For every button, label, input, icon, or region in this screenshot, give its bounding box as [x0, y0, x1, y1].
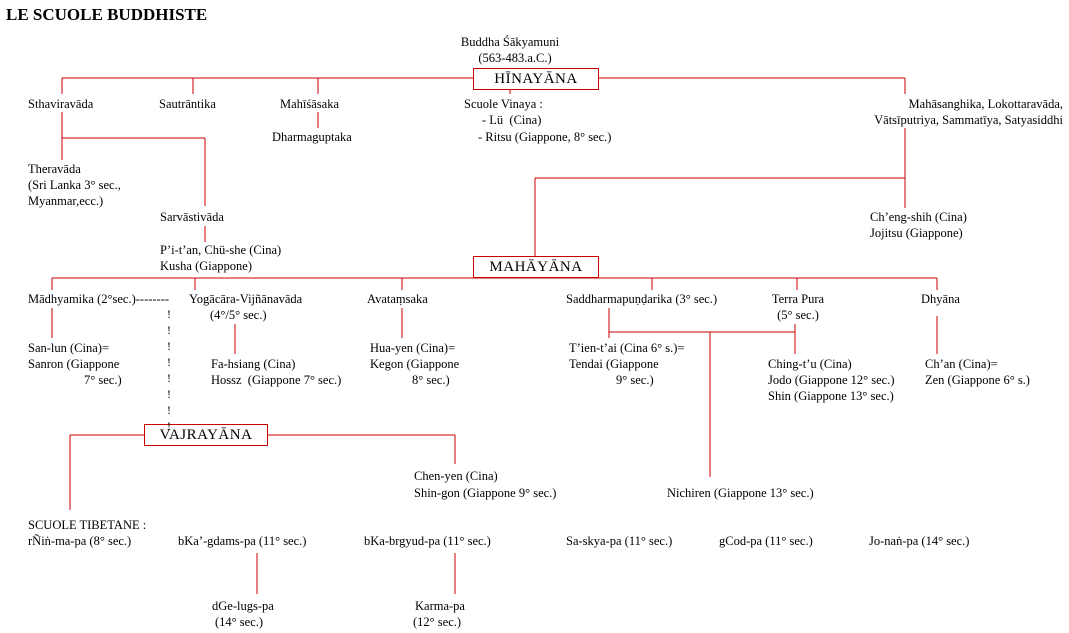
dotted-link-mark: ! [167, 339, 171, 353]
kadam-node: bKa’-gdams-pa (11° sec.) [178, 534, 307, 548]
sanlun-line3: 7° sec.) [84, 373, 122, 387]
theravada-line3: Myanmar,ecc.) [28, 194, 104, 208]
sanlun-line1: San-lun (Cina)= [28, 341, 109, 355]
fahsiang-line2: Hossz (Giappone 7° sec.) [211, 373, 342, 387]
root-name: Buddha Śākyamuni [460, 35, 560, 49]
dotted-link-mark: ! [167, 371, 171, 385]
chingtu-line2: Jodo (Giappone 12° sec.) [768, 373, 895, 387]
sautrantika-node: Sautrāntika [159, 97, 216, 111]
sakya-node: Sa-skya-pa (11° sec.) [566, 534, 673, 548]
gelug-line2: (14° sec.) [215, 615, 264, 629]
hinayana-box: HĪNAYĀNA [473, 68, 599, 90]
fahsiang-line1: Fa-hsiang (Cina) [211, 357, 296, 371]
saddharma-node: Saddharmapuṇḍarika (3° sec.) [566, 292, 718, 306]
dotted-link-mark: ! [167, 419, 171, 433]
huayen-line1: Hua-yen (Cina)= [370, 341, 456, 355]
terrapura-line1: Terra Pura [771, 292, 825, 306]
theravada-line1: Theravāda [28, 162, 81, 176]
vinaya-lu: - Lü (Cina) [482, 113, 542, 127]
vinaya-ritsu: - Ritsu (Giappone, 8° sec.) [478, 130, 612, 144]
tibetan-header: SCUOLE TIBETANE : [28, 518, 147, 532]
nichiren-node: Nichiren (Giappone 13° sec.) [667, 486, 814, 500]
yogacara-line1: Yogācāra-Vijñānavāda [189, 292, 303, 306]
karma-line2: (12° sec.) [413, 615, 462, 629]
tientai-line1: T’ien-t’ai (Cina 6° s.)= [569, 341, 685, 355]
theravada-line2: (Sri Lanka 3° sec., [28, 178, 121, 192]
huayen-line2: Kegon (Giappone [370, 357, 460, 371]
chingtu-line1: Ching-t’u (Cina) [768, 357, 852, 371]
pitan-line1: P’i-t’an, Chü-she (Cina) [160, 243, 282, 257]
mahayana-box: MAHĀYĀNA [473, 256, 599, 278]
chod-node: gCod-pa (11° sec.) [719, 534, 813, 548]
nyingma-node: rÑiṅ-ma-pa (8° sec.) [28, 534, 132, 548]
pitan-line2: Kusha (Giappone) [160, 259, 252, 273]
tientai-line3: 9° sec.) [616, 373, 654, 387]
chan-line1: Ch’an (Cina)= [925, 357, 998, 371]
avatamsaka-node: Avataṃsaka [367, 292, 428, 306]
chengshih-line1: Ch’eng-shih (Cina) [870, 210, 967, 224]
dotted-link-mark: ! [167, 323, 171, 337]
gelug-line1: dGe-lugs-pa [212, 599, 274, 613]
chenyen-line2: Shin-gon (Giappone 9° sec.) [414, 486, 557, 500]
dotted-link-mark: ! [167, 355, 171, 369]
dotted-link-mark: ! [167, 387, 171, 401]
vajrayana-box: VAJRAYĀNA [144, 424, 268, 446]
mahasanghika-line2: Vātsīputriya, Sammatīya, Satyasiddhi [874, 113, 1063, 127]
madhyamika-node: Mādhyamika (2°sec.)-------- [28, 292, 170, 306]
mahisasaka-node: Mahīśāsaka [280, 97, 340, 111]
root-dates: (563-483.a.C.) [478, 51, 552, 65]
dotted-link-mark: ! [167, 307, 171, 321]
huayen-line3: 8° sec.) [412, 373, 450, 387]
sthaviravada-node: Sthaviravāda [28, 97, 94, 111]
tientai-line2: Tendai (Giappone [569, 357, 659, 371]
sarvastivada-node: Sarvāstivāda [160, 210, 224, 224]
vinaya-header: Scuole Vinaya : [464, 97, 543, 111]
chengshih-line2: Jojitsu (Giappone) [870, 226, 963, 240]
terrapura-line2: (5° sec.) [777, 308, 819, 322]
page-title: LE SCUOLE BUDDHISTE [6, 5, 208, 24]
sanlun-line2: Sanron (Giappone [28, 357, 120, 371]
yogacara-line2: (4°/5° sec.) [210, 308, 267, 322]
jonang-node: Jo-naṅ-pa (14° sec.) [869, 534, 970, 548]
karma-line1: Karma-pa [415, 599, 465, 613]
dotted-link-mark: ! [167, 403, 171, 417]
chenyen-line1: Chen-yen (Cina) [414, 469, 498, 483]
connector-group [51, 77, 938, 594]
mahasanghika-line1: Mahāsanghika, Lokottaravāda, [908, 97, 1063, 111]
chingtu-line3: Shin (Giappone 13° sec.) [768, 389, 894, 403]
dhyana-node: Dhyāna [921, 292, 960, 306]
dharmaguptaka-node: Dharmaguptaka [272, 130, 352, 144]
chan-line2: Zen (Giappone 6° s.) [925, 373, 1030, 387]
kagyu-node: bKa-brgyud-pa (11° sec.) [364, 534, 491, 548]
